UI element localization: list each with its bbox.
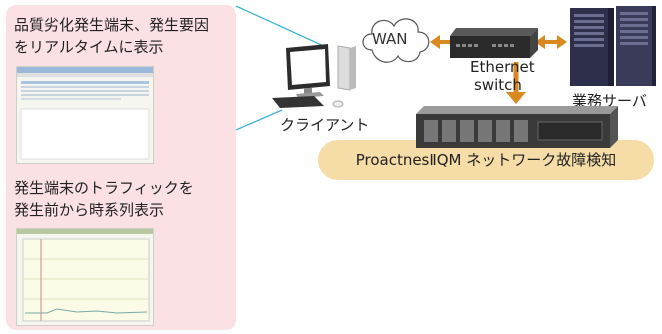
ethernet-switch-icon xyxy=(450,28,538,58)
realtime-caption-line1: 品質劣化発生端末、発生要因 xyxy=(14,16,210,34)
client-label: クライアント xyxy=(280,116,370,134)
server-label: 業務サーバ xyxy=(572,92,647,110)
realtime-table-screenshot xyxy=(16,66,154,164)
proactnes-appliance-icon xyxy=(416,106,618,148)
product-label: ProactnesⅡQM ネットワーク故障検知 xyxy=(355,151,617,169)
traffic-caption-line1: 発生端末のトラフィックを xyxy=(14,179,194,197)
traffic-timeseries-screenshot xyxy=(16,228,154,326)
wan-label: WAN xyxy=(372,30,408,48)
switch-label-line2: switch xyxy=(474,76,522,94)
table-screenshot-graphic xyxy=(17,67,153,160)
timeseries-screenshot-graphic xyxy=(17,229,153,322)
business-server-icon xyxy=(570,6,656,86)
traffic-caption-line2: 発生前から時系列表示 xyxy=(14,201,165,219)
client-computer-icon xyxy=(272,44,356,108)
wan-cloud-icon xyxy=(362,18,430,63)
switch-label-line1: Ethernet xyxy=(470,58,535,76)
realtime-caption-line2: をリアルタイムに表示 xyxy=(14,38,164,56)
